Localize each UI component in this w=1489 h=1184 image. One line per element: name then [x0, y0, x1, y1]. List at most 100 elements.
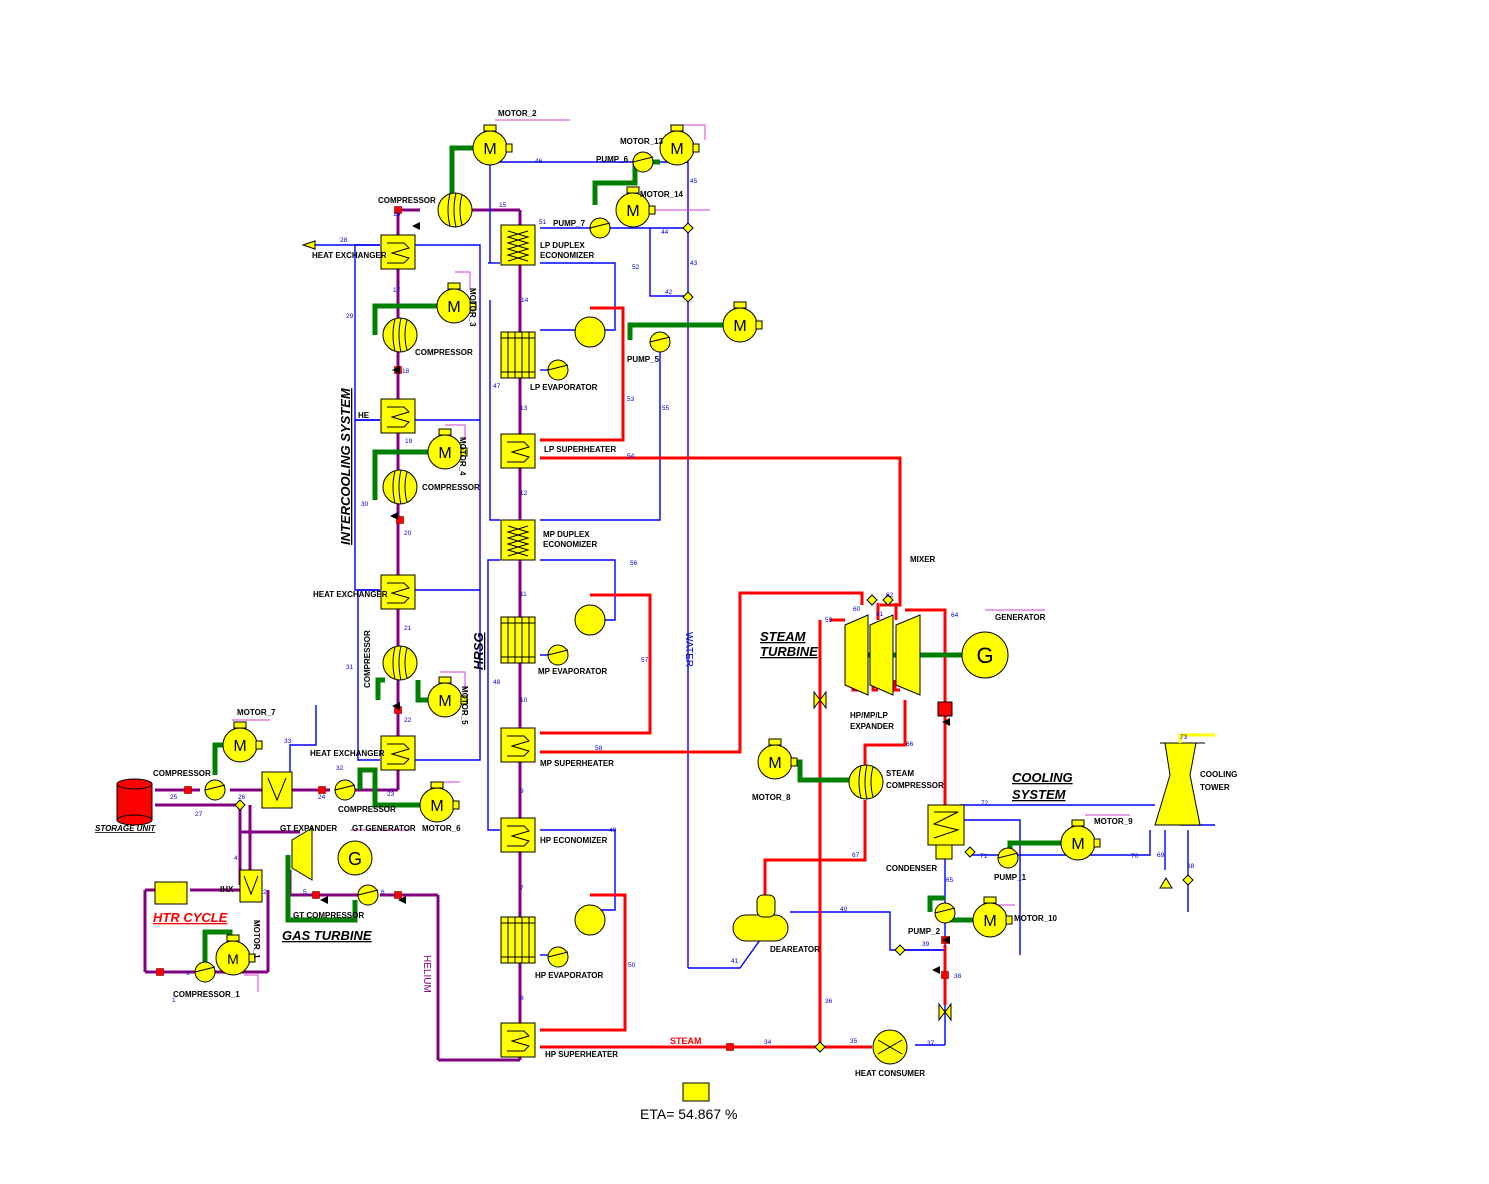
stream-number: 34 — [764, 1039, 772, 1046]
lp-duplex-economizer — [500, 224, 536, 266]
label-steam-comp-1: STEAM — [886, 769, 914, 778]
label-lp-duplex-2: ECONOMIZER — [540, 251, 594, 260]
splitter-36 — [814, 1041, 826, 1053]
stream-number: 29 — [346, 313, 354, 320]
stream-number: 14 — [521, 297, 529, 304]
label-mp-duplex-1: MP DUPLEX — [543, 530, 590, 539]
title-hrsg: HRSG — [471, 632, 486, 670]
stream-number: 70 — [1131, 853, 1139, 860]
svg-text:M: M — [227, 951, 239, 967]
svg-text:M: M — [438, 445, 451, 462]
stream-number: 4 — [234, 855, 238, 862]
label-pump-2: PUMP_2 — [908, 927, 941, 936]
stream-number: 31 — [346, 664, 354, 671]
stream-number: 51 — [539, 219, 547, 226]
label-mp-superheater: MP SUPERHEATER — [540, 759, 614, 768]
stream-number: 27 — [195, 811, 203, 818]
stream-number: 53 — [627, 396, 635, 403]
label-motor-1: MOTOR_1 — [252, 920, 261, 959]
svg-text:M: M — [733, 318, 746, 335]
stream-number: 7 — [520, 885, 524, 892]
stream-number: 52 — [632, 264, 640, 271]
mp-duplex-economizer — [500, 519, 536, 561]
stream-number: 20 — [404, 530, 412, 537]
title-intercooling: INTERCOOLING SYSTEM — [338, 387, 353, 545]
svg-text:G: G — [976, 643, 993, 668]
title-gas-turbine: GAS TURBINE — [282, 928, 372, 943]
steam-turbine — [844, 614, 921, 696]
htr-reactor — [154, 881, 188, 905]
svg-text:M: M — [1071, 836, 1084, 853]
hp-superheater — [500, 1022, 536, 1058]
label-pump-1: PUMP_1 — [994, 873, 1027, 882]
label-compressor-vertical: COMPRESSOR — [363, 630, 372, 688]
label-motor-10: MOTOR_10 — [1014, 914, 1058, 923]
stream-number: 41 — [731, 958, 739, 965]
gt-compressor — [357, 884, 379, 906]
stream-number: 45 — [690, 178, 698, 185]
component-labels: MOTOR_2 MOTOR_13 PUMP_6 MOTOR_14 PUMP_7 … — [95, 109, 1237, 1078]
stream-number: 33 — [284, 738, 292, 745]
stream-number: 26 — [238, 794, 246, 801]
stream-number: 35 — [850, 1038, 858, 1045]
stream-number: 24 — [318, 794, 326, 801]
arrow-38 — [932, 966, 940, 974]
stream-number: 21 — [404, 625, 412, 632]
recuperator — [261, 771, 293, 809]
tower-inlet-68 — [1182, 874, 1194, 886]
svg-text:M: M — [670, 141, 683, 158]
stream-number: 11 — [520, 591, 527, 598]
splitter-44 — [682, 222, 694, 234]
storage-unit — [116, 778, 153, 826]
compressor-low — [334, 779, 356, 801]
label-cooling-tower-2: TOWER — [1200, 783, 1230, 792]
label-heat-consumer: HEAT CONSUMER — [855, 1069, 925, 1078]
deaerator — [732, 894, 789, 942]
mp-evaporator — [500, 616, 536, 664]
stream-number: 38 — [954, 973, 962, 980]
stream-number: 67 — [852, 852, 860, 859]
label-heat-exchanger-top: HEAT EXCHANGER — [312, 251, 387, 260]
efficiency-result: ETA= 54.867 % — [640, 1106, 737, 1122]
stream-number: 66 — [906, 741, 914, 748]
lp-drum — [574, 316, 606, 348]
label-heat-exchanger-mid: HEAT EXCHANGER — [313, 590, 388, 599]
stream-number: 2 — [263, 889, 267, 896]
ihx-exchanger — [239, 869, 263, 903]
stream-number: 56 — [630, 560, 638, 567]
stream-number: 72 — [981, 800, 989, 807]
label-pump-5: PUMP_5 — [627, 355, 660, 364]
label-hp-economizer: HP ECONOMIZER — [540, 836, 608, 845]
stream-number: 6 — [381, 889, 385, 896]
hp-circ-pump — [547, 946, 569, 968]
svg-text:M: M — [483, 141, 496, 158]
inlet-28 — [301, 240, 316, 250]
node-3 — [156, 968, 164, 976]
stream-number: 9 — [520, 788, 524, 795]
label-motor-5: MOTOR_5 — [460, 686, 469, 725]
label-pump-7: PUMP_7 — [553, 219, 586, 228]
turbine-inlet-60 — [866, 594, 878, 606]
result-box — [682, 1082, 710, 1102]
stream-number: 25 — [170, 794, 178, 801]
stream-number: 18 — [402, 368, 410, 375]
stream-number: 19 — [405, 438, 413, 445]
label-motor-2: MOTOR_2 — [498, 109, 537, 118]
tower-outlet-69 — [1159, 877, 1173, 889]
title-steam-turbine-2: TURBINE — [760, 644, 818, 659]
splitter-25 — [234, 799, 246, 811]
compressor-3 — [382, 469, 418, 505]
label-hp-evaporator: HP EVAPORATOR — [535, 971, 604, 980]
lp-evaporator — [500, 331, 536, 379]
pump-2 — [934, 902, 956, 924]
stream-number: 8 — [520, 995, 524, 1002]
mp-drum — [574, 604, 606, 636]
stream-number: 49 — [609, 827, 617, 834]
label-motor-8: MOTOR_8 — [752, 793, 791, 802]
svg-text:M: M — [438, 693, 451, 710]
label-mp-duplex-2: ECONOMIZER — [543, 540, 597, 549]
stream-numbers: 4645161528514443521714294218471353551954… — [170, 158, 1195, 1047]
stream-number: 12 — [520, 490, 528, 497]
label-motor-14: MOTOR_14 — [640, 190, 684, 199]
